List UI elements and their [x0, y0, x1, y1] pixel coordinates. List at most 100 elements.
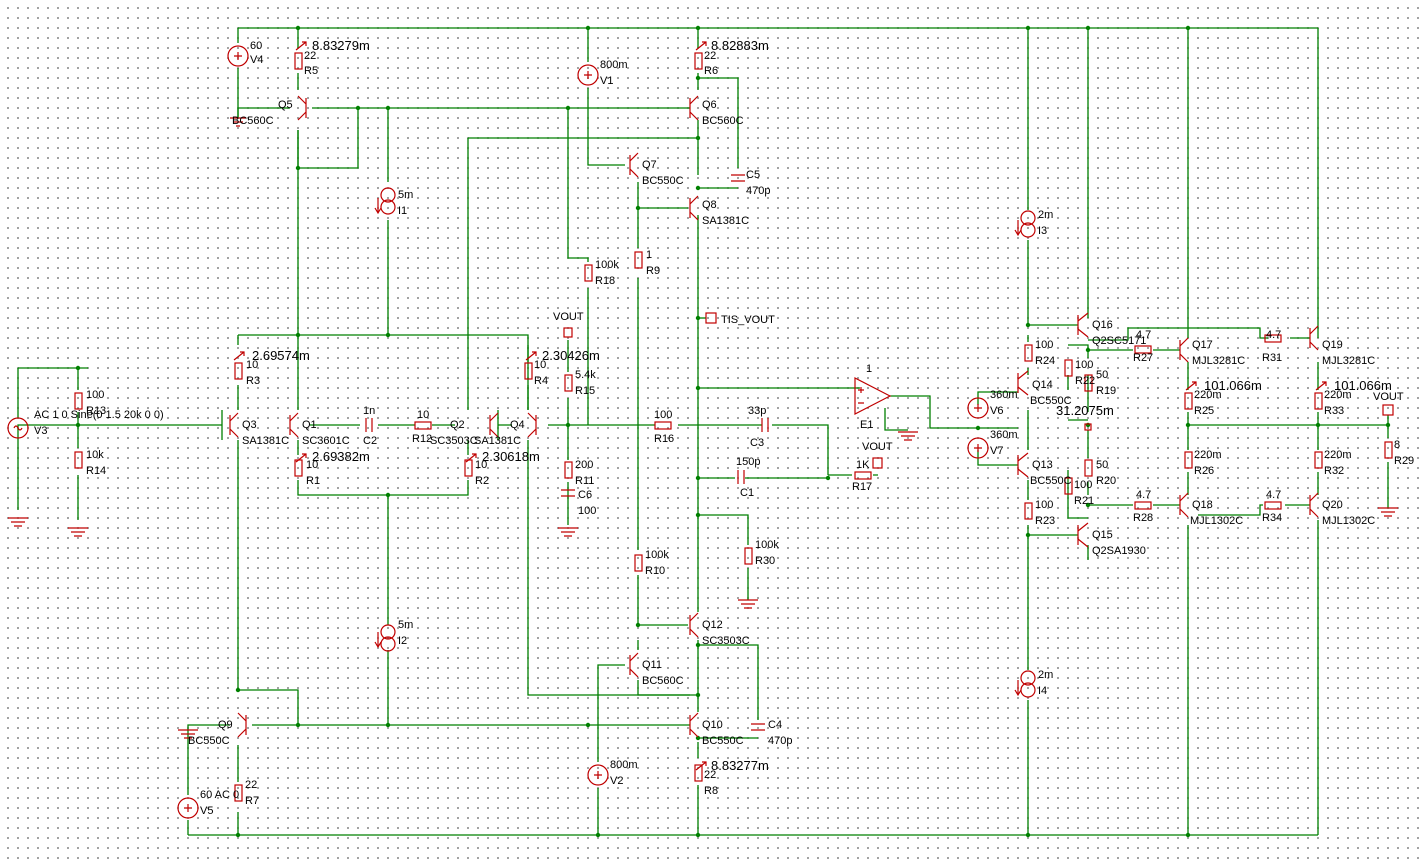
r6-value: 22: [704, 50, 716, 62]
r32-name: R32: [1324, 465, 1344, 477]
capacitors[interactable]: [365, 174, 769, 731]
q4-part: SA1381C: [474, 435, 521, 447]
q6-name: Q6: [702, 99, 717, 111]
v6-value: 360m: [990, 389, 1018, 401]
r4-value: 10: [534, 359, 546, 371]
r32-value: 220m: [1324, 449, 1352, 461]
r26-name: R26: [1194, 465, 1214, 477]
r17-name: R17: [852, 481, 872, 493]
e1-name: E1: [860, 419, 873, 431]
r10-value: 100k: [645, 549, 669, 561]
r7-name: R7: [245, 795, 259, 807]
q15-name: Q15: [1092, 529, 1113, 541]
q16-name: Q16: [1092, 319, 1113, 331]
q9-part: BC550C: [188, 735, 230, 747]
current-source-i4[interactable]: [1014, 670, 1036, 698]
components: [7, 41, 1398, 819]
c4-value: 470p: [768, 735, 792, 747]
r19-value: 50: [1096, 369, 1108, 381]
v2-name: V2: [610, 775, 623, 787]
r34-name: R34: [1262, 512, 1282, 524]
transistors[interactable]: [229, 95, 1319, 738]
r14-value: 10k: [86, 449, 104, 461]
v6-name: V6: [990, 405, 1003, 417]
q7-part: BC550C: [642, 175, 684, 187]
junctions: [75, 25, 1391, 838]
c2-value: 1n: [363, 405, 375, 417]
q20-part: MJL1302C: [1322, 515, 1375, 527]
source-v3[interactable]: [7, 417, 29, 439]
q14-part: BC550C: [1030, 395, 1072, 407]
q12-part: SC3503C: [702, 635, 750, 647]
v1-value: 800m: [600, 59, 628, 71]
r2-name: R2: [475, 475, 489, 487]
current-source-i1[interactable]: [374, 187, 396, 215]
vcvs-e1[interactable]: [854, 377, 892, 415]
r30-name: R30: [755, 555, 775, 567]
r20-value: 50: [1096, 459, 1108, 471]
vout-label-1: VOUT: [553, 311, 584, 323]
r15-name: R15: [575, 385, 595, 397]
v5-value: 60 AC 0: [200, 789, 239, 801]
r34-value: 4.7: [1266, 489, 1281, 501]
meter-r2: 2.30618m: [482, 449, 540, 464]
q10-name: Q10: [702, 719, 723, 731]
v7-value: 360m: [990, 429, 1018, 441]
r29-value: 8: [1394, 439, 1400, 451]
v4-name: V4: [250, 54, 263, 66]
r30-value: 100k: [755, 539, 779, 551]
source-v7[interactable]: [967, 437, 989, 459]
r27-name: R27: [1133, 352, 1153, 364]
source-v2[interactable]: [587, 764, 609, 786]
source-v4[interactable]: [227, 45, 249, 67]
i3-name: I3: [1038, 225, 1047, 237]
tis-vout-label: TIS_VOUT: [721, 314, 775, 326]
r13-value: 100: [86, 389, 104, 401]
r25-name: R25: [1194, 405, 1214, 417]
r8-value: 22: [704, 769, 716, 781]
q13-name: Q13: [1032, 459, 1053, 471]
probes[interactable]: [563, 312, 1394, 469]
source-v1[interactable]: [577, 64, 599, 86]
r12-name: R12: [412, 433, 432, 445]
c6-name: C6: [578, 489, 592, 501]
current-source-i3[interactable]: [1014, 210, 1036, 238]
q3-name: Q3: [242, 419, 257, 431]
meter-r5: 8.83279m: [312, 38, 370, 53]
resistors-vertical[interactable]: [74, 52, 1393, 802]
meter-r8: 8.83277m: [711, 758, 769, 773]
r28-name: R28: [1133, 512, 1153, 524]
r18-value: 100k: [595, 259, 619, 271]
q8-name: Q8: [702, 199, 717, 211]
r8-name: R8: [704, 785, 718, 797]
r16-name: R16: [654, 433, 674, 445]
current-source-i2[interactable]: [374, 624, 396, 652]
q3-part: SA1381C: [242, 435, 289, 447]
r1-name: R1: [306, 475, 320, 487]
c3-value: 33p: [748, 405, 766, 417]
r5-name: R5: [304, 65, 318, 77]
r20-name: R20: [1096, 475, 1116, 487]
resistors-horizontal[interactable]: [414, 334, 1282, 510]
c5-name: C5: [746, 169, 760, 181]
r29-name: R29: [1394, 455, 1414, 467]
r23-name: R23: [1035, 515, 1055, 527]
r1-value: 10: [306, 459, 318, 471]
i4-name: I4: [1038, 685, 1047, 697]
e1-gain: 1: [866, 363, 872, 375]
r13-name: R13: [86, 405, 106, 417]
source-v5[interactable]: [177, 797, 199, 819]
r33-name: R33: [1324, 405, 1344, 417]
source-v6[interactable]: [967, 397, 989, 419]
meter-r6: 8.82883m: [711, 38, 769, 53]
q20-name: Q20: [1322, 499, 1343, 511]
q11-name: Q11: [642, 659, 662, 671]
i1-name: I1: [398, 205, 407, 217]
r18-name: R18: [595, 275, 615, 287]
meter-r4: 2.30426m: [542, 348, 600, 363]
r12-value: 10: [417, 409, 429, 421]
q19-name: Q19: [1322, 339, 1343, 351]
q17-name: Q17: [1192, 339, 1213, 351]
